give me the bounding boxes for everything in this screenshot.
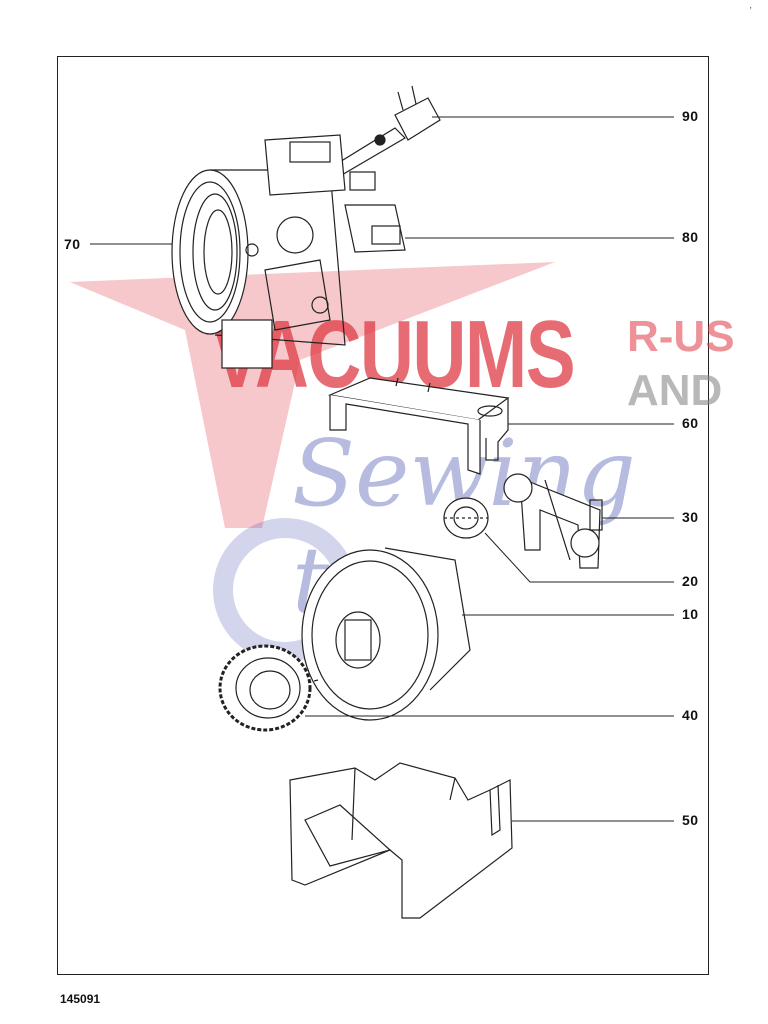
watermark-and-text: AND: [627, 366, 723, 415]
part-40-fan-ring: [218, 644, 312, 732]
document-number: 145091: [60, 992, 101, 1006]
part-50-holder-base: [289, 762, 513, 919]
watermark-rus-text: R-US: [627, 312, 735, 361]
callout-70: 70: [64, 236, 81, 252]
callout-40: 40: [682, 707, 699, 723]
callout-90: 90: [682, 108, 699, 124]
callout-80: 80: [682, 229, 699, 245]
corner-mark: ,: [749, 0, 752, 11]
callout-50: 50: [682, 812, 699, 828]
callout-30: 30: [682, 509, 699, 525]
part-20-gear: [443, 497, 489, 539]
part-70-cord-reel: [171, 169, 346, 369]
part-60-bracket: [327, 377, 510, 475]
leader-lines: [90, 116, 674, 822]
drawing-frame: [57, 56, 709, 975]
callout-20: 20: [682, 573, 699, 589]
part-10-motor: [239, 547, 471, 721]
callout-60: 60: [682, 415, 699, 431]
watermark-v-swoosh: [70, 262, 555, 528]
leader-20: [484, 532, 674, 583]
part-90-power-plug: [328, 85, 441, 177]
part-80-switch-block: [245, 134, 406, 331]
callout-10: 10: [682, 606, 699, 622]
part-30-holder: [503, 473, 603, 569]
